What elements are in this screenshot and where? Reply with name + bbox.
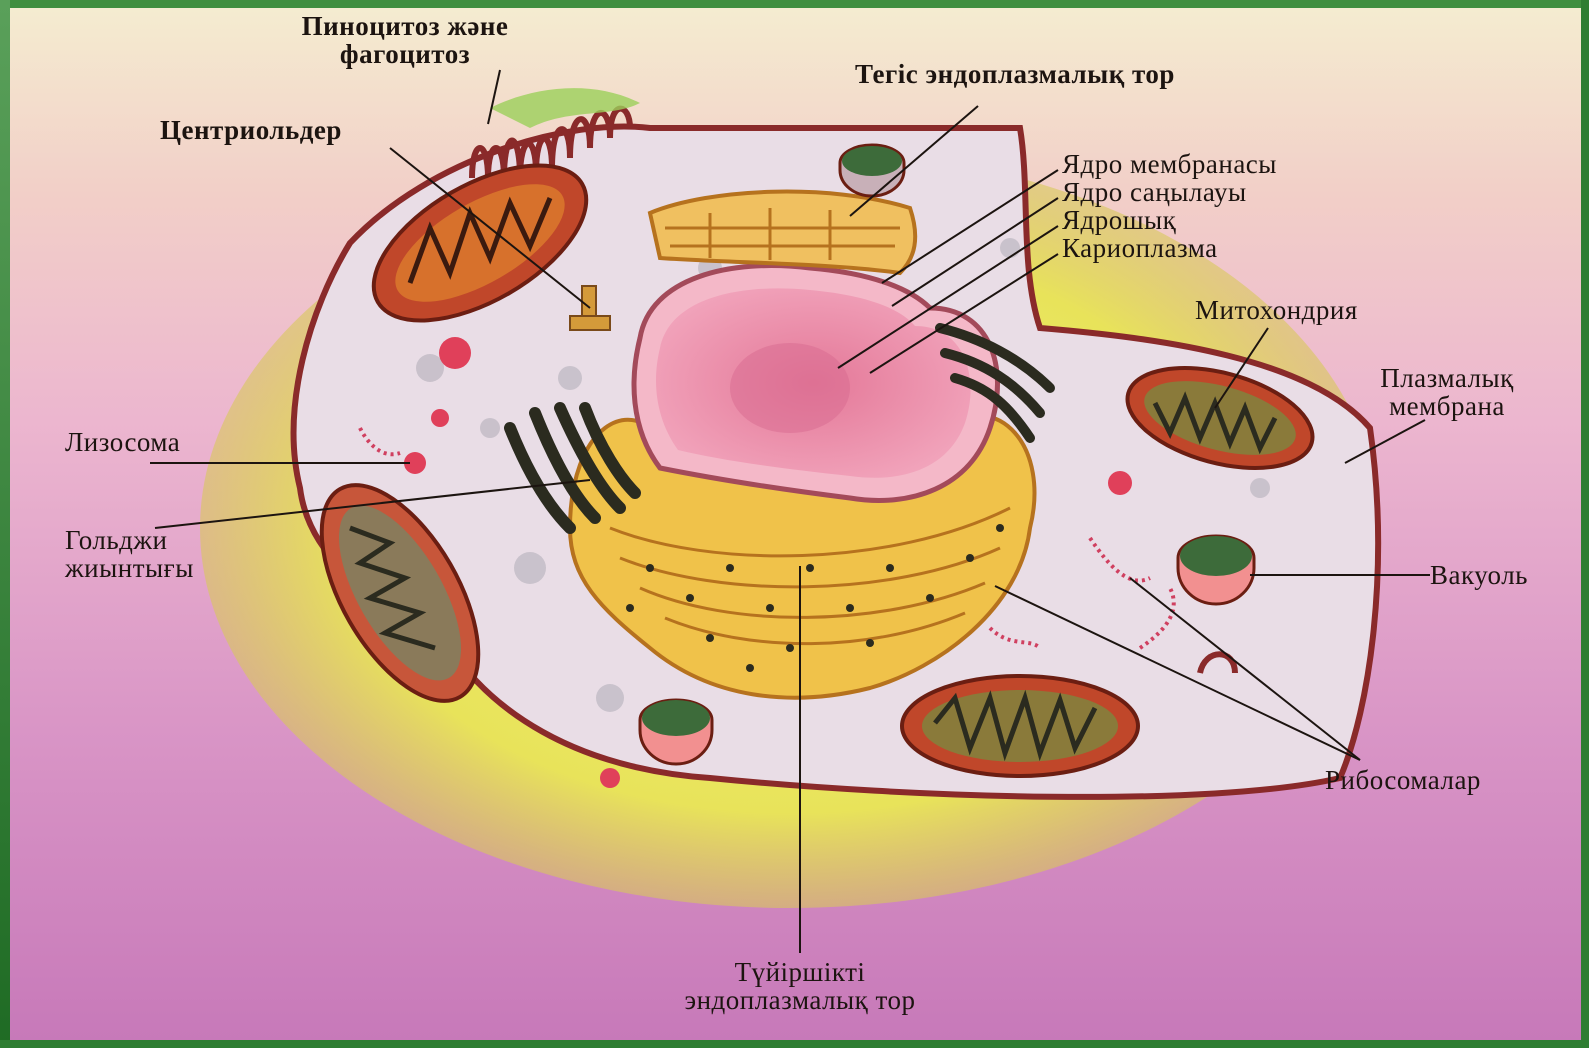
label-golgi-line2: жиынтығы: [65, 554, 194, 583]
cell-illustration: [10, 8, 1581, 1040]
label-lysosome: Лизосома: [65, 428, 180, 457]
label-pinocytosis-line1: Пиноцитоз және: [260, 12, 550, 41]
nucleolus-shape: [730, 343, 850, 433]
pinocytosis-green: [490, 88, 640, 128]
smooth-er: [650, 192, 915, 273]
label-plasma-membrane-line2: мембрана: [1362, 392, 1532, 421]
label-rough-er-line1: Түйіршікті: [630, 958, 970, 987]
label-golgi-line1: Гольджи: [65, 526, 168, 555]
label-nuclear-pore: Ядро саңылауы: [1062, 178, 1247, 207]
label-nuclear-membrane: Ядро мембранасы: [1062, 150, 1277, 179]
label-vacuole: Вакуоль: [1430, 561, 1528, 590]
label-centrioles: Центриольдер: [160, 116, 342, 145]
label-karyoplasm: Кариоплазма: [1062, 234, 1218, 263]
label-rough-er-line2: эндоплазмалық тор: [630, 986, 970, 1015]
frame-left: [0, 0, 10, 1048]
mitochondrion-bottom: [902, 676, 1138, 776]
frame-top: [0, 0, 1589, 8]
frame-bottom: [0, 1040, 1589, 1048]
diagram-panel: Пиноцитоз және фагоцитоз Тегіс эндоплазм…: [10, 8, 1581, 1040]
frame-right: [1581, 0, 1589, 1048]
label-nucleolus: Ядрошық: [1062, 206, 1176, 235]
label-ribosomes: Рибосомалар: [1325, 766, 1481, 795]
label-mitochondria: Митохондрия: [1195, 296, 1358, 325]
label-smooth-er: Тегіс эндоплазмалық тор: [855, 60, 1175, 89]
label-pinocytosis-line2: фагоцитоз: [260, 40, 550, 69]
label-plasma-membrane-line1: Плазмалық: [1362, 364, 1532, 393]
